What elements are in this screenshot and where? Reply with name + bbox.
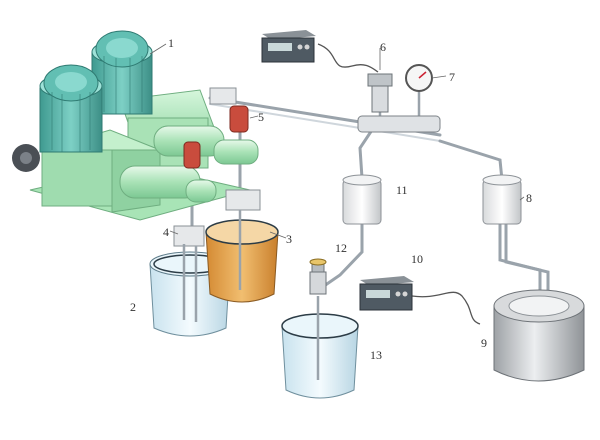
inline-filters <box>183 105 249 169</box>
filter-housing-8 <box>482 174 522 225</box>
label-12: 12 <box>335 241 347 255</box>
leader-lines <box>149 43 525 239</box>
label-9: 9 <box>481 336 487 350</box>
valve-12 <box>309 258 327 295</box>
label-5: 5 <box>258 110 264 124</box>
beaker-13 <box>281 296 359 399</box>
label-1: 1 <box>168 36 174 50</box>
controller-top <box>261 30 316 63</box>
filter-housing-11 <box>342 174 382 225</box>
label-6: 6 <box>380 40 386 54</box>
label-2: 2 <box>130 300 136 314</box>
flow-meter-6 <box>357 73 441 133</box>
beaker-3 <box>205 210 279 303</box>
label-3: 3 <box>286 232 292 246</box>
label-8: 8 <box>526 191 532 205</box>
pump-head-valves <box>173 87 261 247</box>
controller-10 <box>359 276 414 311</box>
label-7: 7 <box>449 70 455 84</box>
label-13: 13 <box>370 348 382 362</box>
collection-tank-9 <box>493 289 585 382</box>
label-10: 10 <box>411 252 423 266</box>
label-11: 11 <box>396 183 408 197</box>
label-4: 4 <box>163 225 169 239</box>
metering-pump-assembly <box>12 30 259 221</box>
signal-wires <box>317 43 481 325</box>
pressure-gauge-7 <box>405 64 433 92</box>
